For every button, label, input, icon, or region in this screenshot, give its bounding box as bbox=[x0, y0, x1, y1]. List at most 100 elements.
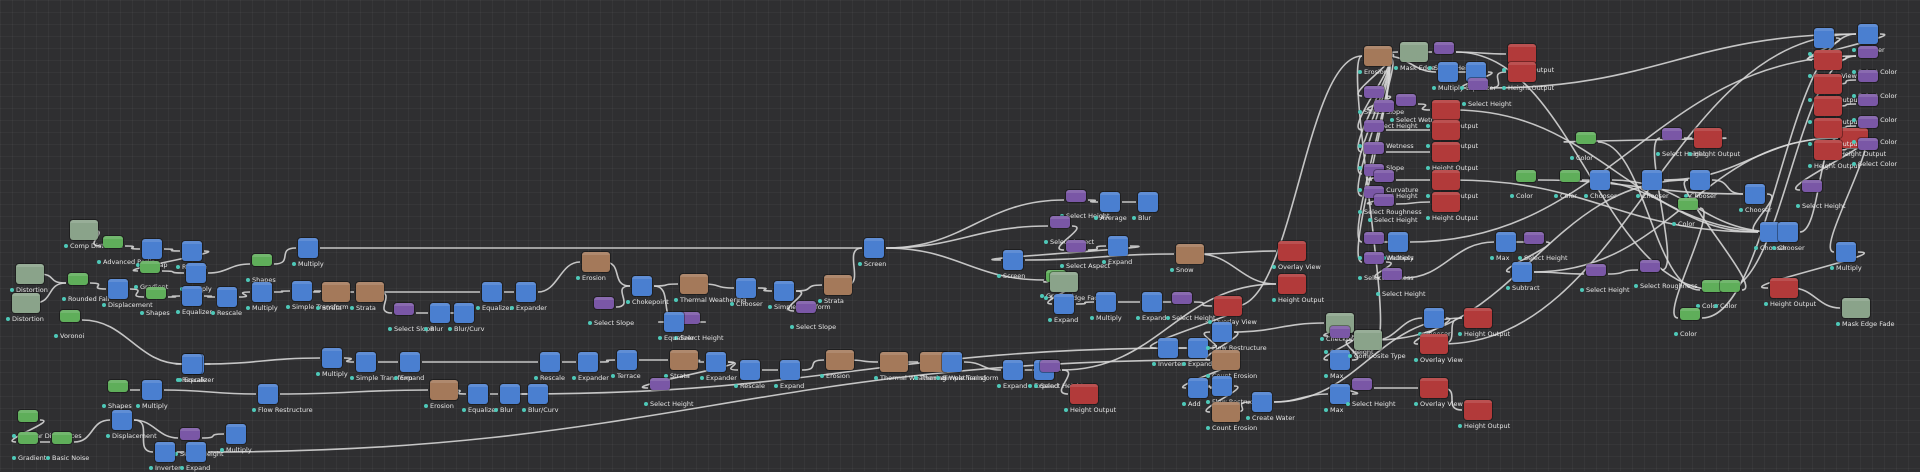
node-multiply[interactable] bbox=[142, 380, 162, 400]
input-port-icon[interactable] bbox=[149, 466, 153, 470]
input-port-icon[interactable] bbox=[350, 306, 354, 310]
node-color[interactable] bbox=[1678, 198, 1698, 210]
wire[interactable] bbox=[537, 261, 581, 293]
input-port-icon[interactable] bbox=[102, 404, 106, 408]
input-port-icon[interactable] bbox=[1852, 118, 1856, 122]
input-port-icon[interactable] bbox=[1739, 208, 1743, 212]
input-port-icon[interactable] bbox=[1060, 264, 1064, 268]
wire[interactable] bbox=[1453, 109, 1777, 233]
node-chooser[interactable] bbox=[1760, 222, 1780, 242]
node-multiply[interactable] bbox=[1836, 242, 1856, 262]
input-port-icon[interactable] bbox=[1714, 304, 1718, 308]
input-port-icon[interactable] bbox=[1358, 144, 1362, 148]
wire[interactable] bbox=[203, 295, 216, 298]
node-displacement[interactable] bbox=[112, 410, 132, 430]
node-erosion[interactable] bbox=[1364, 46, 1392, 66]
node-composite-type[interactable] bbox=[1354, 330, 1382, 350]
input-port-icon[interactable] bbox=[394, 376, 398, 380]
wire[interactable] bbox=[1453, 179, 1759, 233]
input-port-icon[interactable] bbox=[1346, 402, 1350, 406]
input-port-icon[interactable] bbox=[1684, 194, 1688, 198]
node-color[interactable] bbox=[1516, 170, 1536, 182]
node-simple-transform[interactable] bbox=[942, 352, 962, 372]
input-port-icon[interactable] bbox=[1852, 94, 1856, 98]
input-port-icon[interactable] bbox=[997, 274, 1001, 278]
input-port-icon[interactable] bbox=[1348, 354, 1352, 358]
wire[interactable] bbox=[1395, 201, 1431, 205]
wire[interactable] bbox=[885, 225, 1049, 249]
input-port-icon[interactable] bbox=[1636, 194, 1640, 198]
node-height-output[interactable] bbox=[1432, 170, 1460, 190]
node-shapes[interactable] bbox=[252, 254, 272, 266]
input-port-icon[interactable] bbox=[54, 334, 58, 338]
input-port-icon[interactable] bbox=[1502, 86, 1506, 90]
node-strata[interactable] bbox=[356, 282, 384, 302]
node-height-output[interactable] bbox=[1432, 192, 1460, 212]
wire[interactable] bbox=[1058, 225, 1078, 251]
input-port-icon[interactable] bbox=[176, 265, 180, 269]
input-port-icon[interactable] bbox=[462, 408, 466, 412]
node-simple-transform[interactable] bbox=[774, 281, 794, 301]
wire[interactable] bbox=[1403, 241, 1495, 279]
node-chooser[interactable] bbox=[1814, 28, 1834, 48]
node-multiply[interactable] bbox=[252, 282, 272, 302]
input-port-icon[interactable] bbox=[588, 321, 592, 325]
node-chokepoint[interactable] bbox=[632, 276, 652, 296]
node-average[interactable] bbox=[1100, 192, 1120, 212]
node-overlay-view[interactable] bbox=[1420, 378, 1448, 398]
node-erosion[interactable] bbox=[430, 380, 458, 400]
input-port-icon[interactable] bbox=[1028, 384, 1032, 388]
input-port-icon[interactable] bbox=[1358, 70, 1362, 74]
input-port-icon[interactable] bbox=[1414, 402, 1418, 406]
node-flow-restructure[interactable] bbox=[1212, 322, 1232, 342]
node-select-height[interactable] bbox=[1468, 78, 1488, 90]
node-create-water[interactable] bbox=[1252, 392, 1272, 412]
node-expand[interactable] bbox=[400, 352, 420, 372]
input-port-icon[interactable] bbox=[1206, 346, 1210, 350]
wire[interactable] bbox=[1203, 331, 1217, 349]
input-port-icon[interactable] bbox=[1034, 384, 1038, 388]
node-mask-edge-fade[interactable] bbox=[1842, 298, 1870, 318]
node-mask-edge-fade[interactable] bbox=[1050, 272, 1078, 292]
wire[interactable] bbox=[1197, 253, 1277, 285]
input-port-icon[interactable] bbox=[1580, 288, 1584, 292]
node-rescale[interactable] bbox=[540, 352, 560, 372]
wire[interactable] bbox=[1197, 250, 1277, 255]
input-port-icon[interactable] bbox=[1696, 304, 1700, 308]
wire[interactable] bbox=[273, 247, 297, 265]
node-select-height[interactable] bbox=[1330, 326, 1350, 338]
node-height-output[interactable] bbox=[1432, 120, 1460, 140]
node-equalizer[interactable] bbox=[468, 384, 488, 404]
node-color[interactable] bbox=[1680, 308, 1700, 320]
input-port-icon[interactable] bbox=[176, 310, 180, 314]
wire[interactable] bbox=[1761, 251, 1865, 289]
node-chooser[interactable] bbox=[1858, 24, 1878, 44]
node-thermal-weathering[interactable] bbox=[920, 352, 948, 372]
input-port-icon[interactable] bbox=[1358, 110, 1362, 114]
input-port-icon[interactable] bbox=[1808, 120, 1812, 124]
node-select-height[interactable] bbox=[1374, 170, 1394, 182]
node-color[interactable] bbox=[1720, 280, 1740, 292]
node-select-height[interactable] bbox=[650, 378, 670, 390]
input-port-icon[interactable] bbox=[494, 408, 498, 412]
node-expand[interactable] bbox=[1003, 360, 1023, 380]
input-port-icon[interactable] bbox=[46, 456, 50, 460]
input-port-icon[interactable] bbox=[1674, 332, 1678, 336]
node-displacement[interactable] bbox=[108, 279, 128, 299]
input-port-icon[interactable] bbox=[572, 376, 576, 380]
input-port-icon[interactable] bbox=[1506, 286, 1510, 290]
input-port-icon[interactable] bbox=[1044, 240, 1048, 244]
node-shapes[interactable] bbox=[146, 287, 166, 299]
wire[interactable] bbox=[1061, 283, 1277, 371]
input-port-icon[interactable] bbox=[252, 408, 256, 412]
node-height-output[interactable] bbox=[1770, 278, 1798, 298]
input-port-icon[interactable] bbox=[1426, 194, 1430, 198]
input-port-icon[interactable] bbox=[644, 402, 648, 406]
node-select-height[interactable] bbox=[1662, 128, 1682, 140]
input-port-icon[interactable] bbox=[1426, 144, 1430, 148]
wire[interactable] bbox=[1233, 322, 1325, 333]
node-height-output[interactable] bbox=[1508, 44, 1536, 64]
input-port-icon[interactable] bbox=[1358, 210, 1362, 214]
input-port-icon[interactable] bbox=[790, 325, 794, 329]
input-port-icon[interactable] bbox=[1358, 256, 1362, 260]
